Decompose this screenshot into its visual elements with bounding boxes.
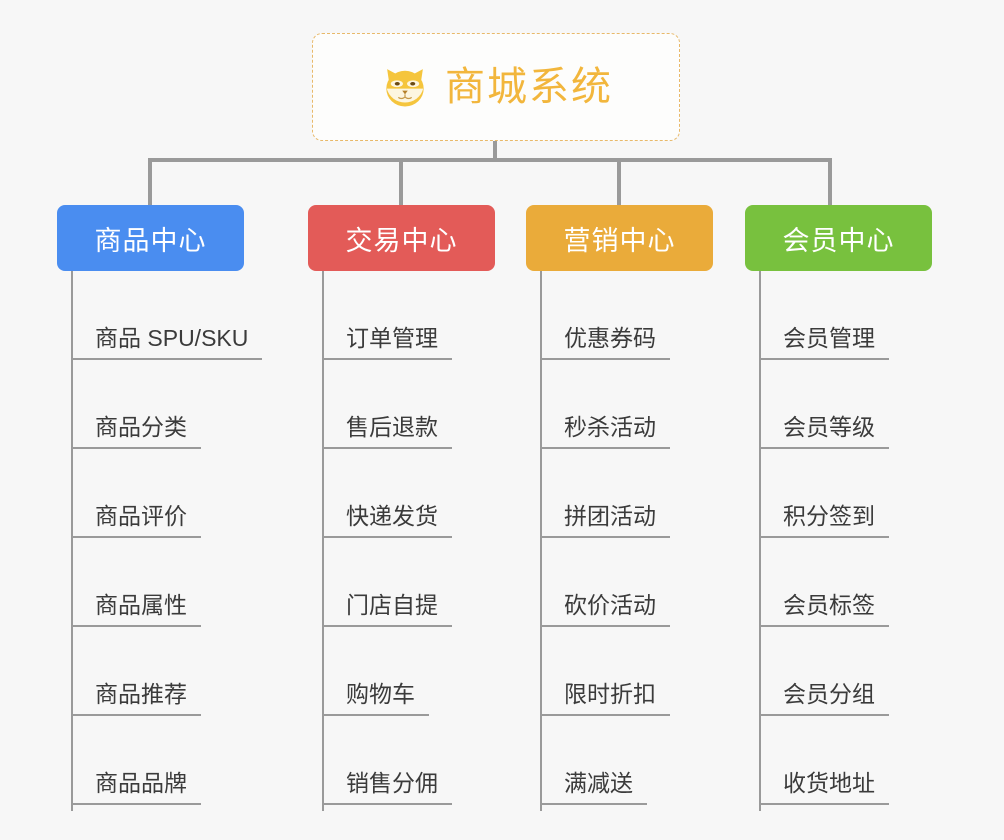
leaf-item[interactable]: 收货地址 <box>745 716 932 805</box>
connector-root-stem <box>493 141 497 160</box>
connector-spine <box>71 271 73 811</box>
category-column-member: 会员中心 会员管理 会员等级 积分签到 会员标签 会员分组 收货地址 <box>745 205 932 811</box>
leaf-item[interactable]: 商品评价 <box>57 449 262 538</box>
leaf-label: 商品评价 <box>71 503 201 538</box>
leaf-item[interactable]: 拼团活动 <box>526 449 713 538</box>
connector-spine <box>322 271 324 811</box>
category-label: 会员中心 <box>782 225 895 256</box>
leaf-item[interactable]: 满减送 <box>526 716 713 805</box>
leaf-item[interactable]: 商品分类 <box>57 360 262 449</box>
leaf-item[interactable]: 秒杀活动 <box>526 360 713 449</box>
leaf-item[interactable]: 商品 SPU/SKU <box>57 271 263 360</box>
leaf-label: 商品分类 <box>71 414 201 449</box>
category-header-member[interactable]: 会员中心 <box>745 205 932 271</box>
leaf-item[interactable]: 商品品牌 <box>57 716 262 805</box>
connector-horizontal-bus <box>148 158 832 162</box>
leaf-label: 购物车 <box>322 681 429 716</box>
leaf-label: 商品 SPU/SKU <box>71 325 263 360</box>
category-label: 营销中心 <box>563 225 676 256</box>
leaf-item[interactable]: 售后退款 <box>308 360 495 449</box>
leaf-label: 快递发货 <box>322 503 452 538</box>
leaf-item[interactable]: 积分签到 <box>745 449 932 538</box>
category-header-marketing[interactable]: 营销中心 <box>526 205 713 271</box>
leaf-label: 积分签到 <box>759 503 889 538</box>
leaf-item[interactable]: 门店自提 <box>308 538 495 627</box>
leaf-label: 限时折扣 <box>540 681 670 716</box>
connector-drop-2 <box>617 160 621 205</box>
leaf-list-marketing: 优惠券码 秒杀活动 拼团活动 砍价活动 限时折扣 满减送 <box>526 271 713 811</box>
leaf-label: 销售分佣 <box>322 770 452 805</box>
leaf-label: 满减送 <box>540 770 647 805</box>
leaf-label: 砍价活动 <box>540 592 670 627</box>
leaf-label: 会员管理 <box>759 325 889 360</box>
leaf-item[interactable]: 优惠券码 <box>526 271 713 360</box>
leaf-item[interactable]: 会员分组 <box>745 627 932 716</box>
leaf-item[interactable]: 订单管理 <box>308 271 495 360</box>
connector-drop-0 <box>148 160 152 205</box>
category-header-trade[interactable]: 交易中心 <box>308 205 495 271</box>
leaf-item[interactable]: 商品推荐 <box>57 627 262 716</box>
leaf-label: 会员分组 <box>759 681 889 716</box>
leaf-label: 门店自提 <box>322 592 452 627</box>
leaf-item[interactable]: 快递发货 <box>308 449 495 538</box>
root-title: 商城系统 <box>445 65 613 109</box>
leaf-list-trade: 订单管理 售后退款 快递发货 门店自提 购物车 销售分佣 <box>308 271 495 811</box>
leaf-label: 秒杀活动 <box>540 414 670 449</box>
leaf-item[interactable]: 限时折扣 <box>526 627 713 716</box>
connector-drop-3 <box>828 160 832 205</box>
category-label: 商品中心 <box>94 225 207 256</box>
connector-spine <box>540 271 542 811</box>
shiba-inu-dog-face-icon <box>379 61 431 113</box>
leaf-label: 售后退款 <box>322 414 452 449</box>
leaf-label: 收货地址 <box>759 770 889 805</box>
category-header-product[interactable]: 商品中心 <box>57 205 244 271</box>
leaf-item[interactable]: 砍价活动 <box>526 538 713 627</box>
leaf-item[interactable]: 购物车 <box>308 627 495 716</box>
leaf-label: 商品品牌 <box>71 770 201 805</box>
category-column-trade: 交易中心 订单管理 售后退款 快递发货 门店自提 购物车 销售分佣 <box>308 205 495 811</box>
root-node[interactable]: 商城系统 <box>312 33 680 141</box>
connector-spine <box>759 271 761 811</box>
leaf-item[interactable]: 商品属性 <box>57 538 262 627</box>
category-column-marketing: 营销中心 优惠券码 秒杀活动 拼团活动 砍价活动 限时折扣 满减送 <box>526 205 713 811</box>
leaf-list-member: 会员管理 会员等级 积分签到 会员标签 会员分组 收货地址 <box>745 271 932 811</box>
leaf-list-product: 商品 SPU/SKU 商品分类 商品评价 商品属性 商品推荐 商品品牌 <box>57 271 263 811</box>
leaf-item[interactable]: 会员标签 <box>745 538 932 627</box>
leaf-label: 拼团活动 <box>540 503 670 538</box>
leaf-label: 优惠券码 <box>540 325 670 360</box>
connector-drop-1 <box>399 160 403 205</box>
category-column-product: 商品中心 商品 SPU/SKU 商品分类 商品评价 商品属性 商品推荐 商品品牌 <box>57 205 263 811</box>
leaf-label: 订单管理 <box>322 325 452 360</box>
leaf-item[interactable]: 销售分佣 <box>308 716 495 805</box>
leaf-label: 商品推荐 <box>71 681 201 716</box>
leaf-label: 会员等级 <box>759 414 889 449</box>
leaf-label: 会员标签 <box>759 592 889 627</box>
leaf-label: 商品属性 <box>71 592 201 627</box>
leaf-item[interactable]: 会员管理 <box>745 271 932 360</box>
leaf-item[interactable]: 会员等级 <box>745 360 932 449</box>
category-label: 交易中心 <box>345 225 458 256</box>
